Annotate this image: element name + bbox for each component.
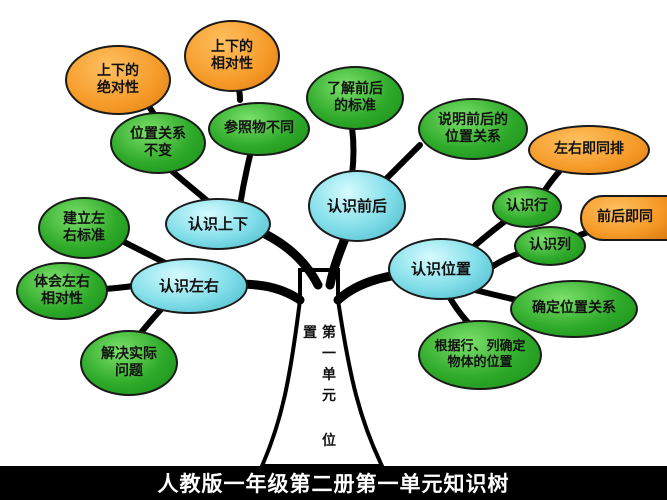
- node-frontback-column: 前后即同: [580, 195, 667, 241]
- trunk-char-bottom: 位: [322, 433, 336, 449]
- node-relation-unchanged: 位置关系 不变: [110, 112, 206, 174]
- trunk-char-left: 置: [303, 325, 317, 341]
- trunk-char-2: 一: [322, 346, 336, 362]
- trunk-char-4: 元: [322, 388, 336, 404]
- branch-to-explain: [382, 142, 423, 183]
- trunk-char-1: 第: [322, 325, 336, 341]
- node-know-frontback: 认识前后: [308, 170, 406, 242]
- node-row-column-position: 根据行、列确定 物体的位置: [418, 320, 542, 390]
- node-determine-relation: 确定位置关系: [510, 280, 638, 338]
- node-reference-different: 参照物不同: [208, 102, 310, 156]
- caption-title: 人教版一年级第二册第一单元知识树: [157, 472, 510, 496]
- caption-bar: 人教版一年级第二册第一单元知识树: [0, 466, 667, 500]
- node-know-column: 认识列: [514, 226, 586, 266]
- node-know-updown: 认识上下: [165, 198, 271, 250]
- node-relative-updown: 上下的 相对性: [184, 20, 280, 92]
- node-know-row: 认识行: [492, 186, 562, 228]
- node-absolute-updown: 上下的 绝对性: [65, 45, 171, 115]
- node-leftright-row: 左右即同排: [528, 125, 650, 175]
- node-explain-frontback: 说明前后的 位置关系: [418, 98, 528, 160]
- node-solve-problem: 解决实际 问题: [80, 330, 178, 396]
- node-leftright-relative: 体会左右 相对性: [16, 262, 108, 320]
- node-know-position: 认识位置: [388, 238, 494, 300]
- node-know-leftright: 认识左右: [130, 258, 248, 314]
- node-leftright-standard: 建立左 右标准: [38, 197, 130, 259]
- trunk-char-3: 单: [322, 367, 336, 383]
- node-frontback-standard: 了解前后 的标准: [306, 66, 404, 130]
